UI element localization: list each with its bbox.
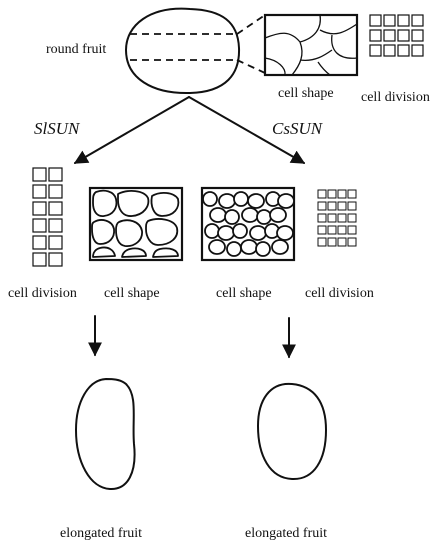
division-square [347, 213, 357, 223]
division-square [48, 218, 63, 233]
division-square [337, 189, 347, 199]
division-square [383, 14, 396, 27]
division-square [337, 237, 347, 247]
division-square [411, 29, 424, 42]
division-square [337, 201, 347, 211]
division-square [327, 201, 337, 211]
division-square [337, 225, 347, 235]
arrow-to-cssun-branch [188, 96, 306, 164]
division-square [337, 213, 347, 223]
round-cell [218, 193, 236, 209]
division-square [32, 252, 47, 267]
division-square [327, 225, 337, 235]
round-fruit-outline [125, 7, 241, 95]
top-cell-shape-box [263, 13, 359, 77]
division-square [369, 29, 382, 42]
round-cell [269, 207, 287, 223]
division-square [347, 225, 357, 235]
division-square [32, 218, 47, 233]
division-square [397, 44, 410, 57]
left-elongated-fruit-outline [75, 378, 136, 491]
division-square [369, 14, 382, 27]
division-square [317, 189, 327, 199]
round-cell [204, 223, 220, 239]
round-cell [208, 239, 226, 255]
division-square [317, 237, 327, 247]
gene-label-cssun: CsSUN [272, 119, 324, 138]
round-cell [255, 241, 271, 257]
left-cell-shape-box [88, 186, 184, 262]
division-square [383, 29, 396, 42]
division-square [32, 201, 47, 216]
division-square [317, 213, 327, 223]
division-square [369, 44, 382, 57]
round-cell [233, 191, 249, 207]
right-cell-shape-box [200, 186, 296, 262]
division-square [397, 29, 410, 42]
round-cell [271, 239, 289, 255]
right-elongated-fruit-label: elongated fruit [245, 526, 327, 541]
division-square [347, 201, 357, 211]
division-square [32, 235, 47, 250]
zoom-line-top [236, 14, 266, 35]
round-cell [226, 241, 242, 257]
right-elongated-fruit-outline [257, 382, 327, 481]
division-square [397, 14, 410, 27]
round-cell [232, 223, 248, 239]
round-cell [217, 225, 235, 241]
division-square [347, 189, 357, 199]
top-cell-shape-label: cell shape [278, 86, 334, 101]
top-cell-division-label: cell division [361, 90, 430, 105]
left-cell-division-label: cell division [8, 286, 77, 301]
round-cell [241, 207, 259, 223]
division-square [411, 44, 424, 57]
round-cell [202, 191, 218, 207]
right-cell-shape-label: cell shape [216, 286, 272, 301]
round-cell [247, 193, 265, 209]
right-cell-division-grid [317, 189, 357, 247]
division-square [347, 237, 357, 247]
division-square [317, 201, 327, 211]
left-elongated-fruit-label: elongated fruit [60, 526, 142, 541]
division-square [411, 14, 424, 27]
division-square [383, 44, 396, 57]
round-cell [276, 225, 294, 241]
round-fruit-label: round fruit [46, 42, 106, 57]
division-square [48, 184, 63, 199]
zoom-line-bottom [236, 59, 266, 74]
round-cell [240, 239, 258, 255]
round-cell [277, 193, 295, 209]
round-cell [256, 209, 272, 225]
round-cell [249, 225, 267, 241]
top-cell-division-grid [369, 14, 424, 57]
division-square [48, 235, 63, 250]
division-square [32, 184, 47, 199]
division-square [32, 167, 47, 182]
division-square [48, 167, 63, 182]
right-cell-division-label: cell division [305, 286, 374, 301]
arrow-to-slsun-branch [73, 96, 190, 164]
division-square [48, 201, 63, 216]
gene-label-slsun: SlSUN [34, 119, 81, 138]
left-cell-shape-label: cell shape [104, 286, 160, 301]
round-cell [209, 207, 227, 223]
division-square [48, 252, 63, 267]
division-square [327, 237, 337, 247]
division-square [317, 225, 327, 235]
round-cell [224, 209, 240, 225]
division-square [327, 189, 337, 199]
left-cell-division-grid [32, 167, 63, 267]
division-square [327, 213, 337, 223]
